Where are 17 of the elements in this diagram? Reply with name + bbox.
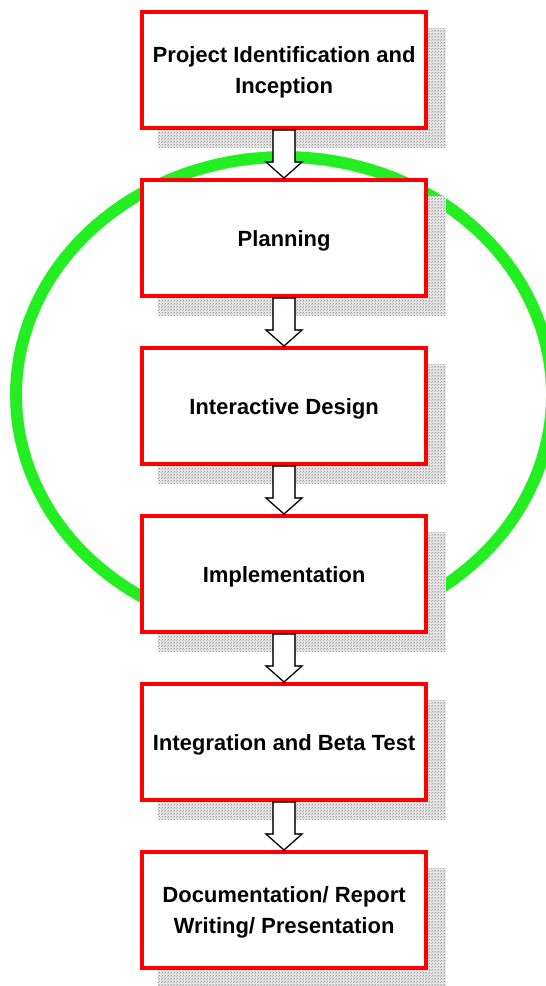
box-label: Interactive Design [189,392,379,421]
block-arrow [264,633,304,683]
block-arrow [264,129,304,179]
box-label: Project Identification and Inception [152,41,416,100]
process-box [140,514,428,634]
process-box [140,682,428,802]
block-arrow [264,465,304,515]
box-label: Documentation/ Report Writing/ Presentation [161,881,407,940]
box-label: Planning [238,224,330,253]
block-arrow [264,801,304,851]
box-label: Integration and Beta Test [152,728,416,757]
process-box [140,346,428,466]
block-arrow [264,297,304,347]
box-label: Implementation [202,560,366,589]
process-box [140,10,428,130]
process-box [140,178,428,298]
process-box [140,850,428,970]
